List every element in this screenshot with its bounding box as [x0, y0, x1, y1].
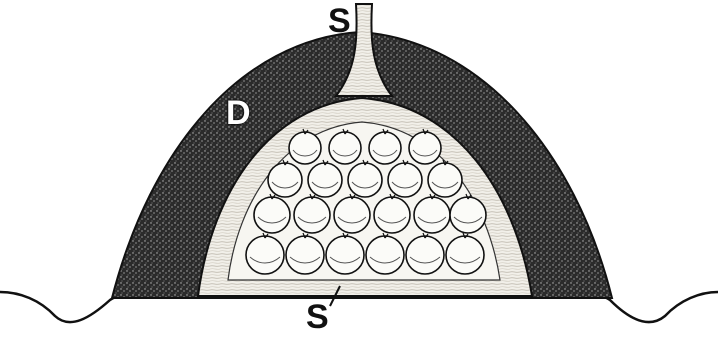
tuber — [308, 163, 342, 197]
tuber — [406, 236, 444, 274]
tuber — [294, 197, 330, 233]
tuber — [374, 197, 410, 233]
tuber — [348, 163, 382, 197]
tuber — [450, 197, 486, 233]
tuber — [446, 236, 484, 274]
tuber — [246, 236, 284, 274]
tuber — [254, 197, 290, 233]
label-straw-bottom: S — [306, 300, 329, 334]
tuber — [414, 197, 450, 233]
tuber — [388, 163, 422, 197]
label-straw-top: S — [328, 4, 351, 38]
tuber — [289, 132, 321, 164]
tuber — [329, 132, 361, 164]
tuber — [409, 132, 441, 164]
tuber — [366, 236, 404, 274]
tuber — [369, 132, 401, 164]
tuber — [268, 163, 302, 197]
tuber — [286, 236, 324, 274]
tuber — [428, 163, 462, 197]
tuber — [326, 236, 364, 274]
tuber — [334, 197, 370, 233]
label-soil: D — [226, 96, 251, 130]
